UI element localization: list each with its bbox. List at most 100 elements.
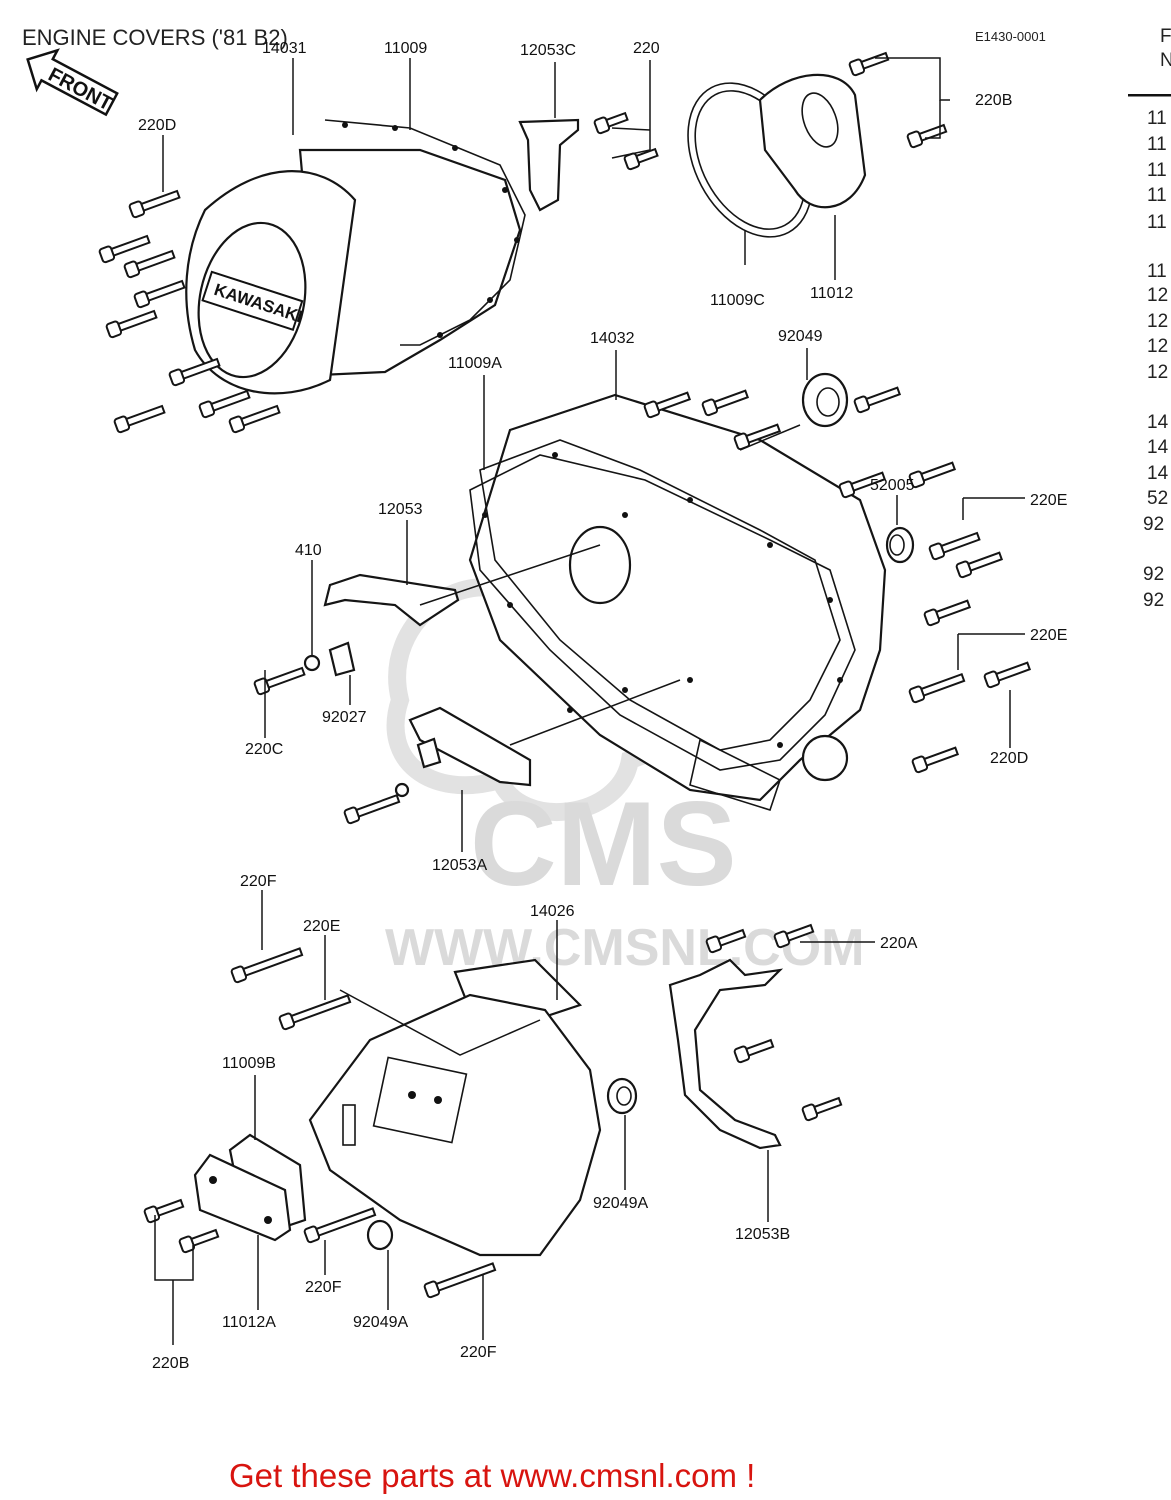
bolt-icon <box>911 746 960 774</box>
callout-92049: 92049 <box>778 328 823 345</box>
bolt-icon <box>643 391 692 419</box>
bolt-icon <box>228 404 281 434</box>
callout-11009: 11009 <box>384 40 427 57</box>
bolt-icon <box>423 1262 497 1299</box>
callout-220B-bottom: 220B <box>152 1355 189 1372</box>
front-label: FRONT <box>45 64 116 116</box>
part-11012-plate <box>758 73 867 209</box>
callout-14032: 14032 <box>590 330 635 347</box>
bolt-icon <box>178 1228 220 1254</box>
bolt-icon <box>133 279 186 309</box>
svg-text:N: N <box>1160 50 1171 71</box>
parts-list-fragment-item: 14 <box>1147 437 1169 458</box>
part-92049A-washer <box>366 1219 394 1251</box>
watermark-url: WWW.CMSNL.COM <box>385 919 864 977</box>
callout-92049A-b: 92049A <box>353 1314 408 1331</box>
bolt-group <box>98 51 1032 1299</box>
front-arrow-icon: FRONT <box>26 48 119 117</box>
callout-410: 410 <box>295 542 322 559</box>
bolt-icon <box>908 461 957 489</box>
parts-list-fragment-item: 11 <box>1147 212 1167 233</box>
diagram-ref-code: E1430-0001 <box>975 29 1046 44</box>
bolt-icon <box>838 471 887 499</box>
bolt-icon <box>801 1096 843 1122</box>
bolt-icon <box>906 123 948 149</box>
part-52005 <box>885 526 915 564</box>
parts-list-fragment-item: 12 <box>1147 336 1168 357</box>
callout-12053C: 12053C <box>520 42 576 59</box>
callout-12053B: 12053B <box>735 1226 790 1243</box>
callout-220: 220 <box>633 40 660 57</box>
promo-link[interactable]: Get these parts at www.cmsnl.com ! <box>229 1457 755 1494</box>
parts-list-fragment-item: 11 <box>1147 160 1167 181</box>
bolt-icon <box>928 531 981 561</box>
part-12053C-bracket <box>518 118 580 212</box>
bolt-icon <box>908 672 966 704</box>
bolt-icon <box>848 51 890 77</box>
part-14032-cover <box>468 393 887 811</box>
leader-lines <box>154 57 1025 1345</box>
parts-list-fragment-item: 11 <box>1147 185 1167 206</box>
diagram-title: ENGINE COVERS ('81 B2) <box>22 25 288 50</box>
bolt-icon <box>705 928 747 954</box>
callout-11012: 11012 <box>810 285 853 302</box>
callout-220B: 220B <box>975 92 1012 109</box>
callout-220D-right: 220D <box>990 750 1028 767</box>
callout-52005: 52005 <box>870 477 915 494</box>
bolt-icon <box>253 666 306 696</box>
bolt-icon <box>733 1038 775 1064</box>
parts-list-fragment-item: 14 <box>1147 463 1169 484</box>
parts-list-fragment-item: 92 <box>1143 564 1164 585</box>
parts-list-fragment-item: 52 <box>1147 488 1168 509</box>
callout-92049A: 92049A <box>593 1195 648 1212</box>
svg-text:F: F <box>1160 26 1171 47</box>
callout-11009B: 11009B <box>222 1055 276 1072</box>
callout-12053A: 12053A <box>432 857 487 874</box>
part-92049A-seal <box>606 1077 638 1115</box>
bolt-icon <box>143 1198 185 1224</box>
bolt-icon <box>105 309 158 339</box>
cms-watermark: CMS WWW.CMSNL.COM <box>385 556 864 977</box>
callout-11012A: 11012A <box>222 1314 276 1331</box>
parts-list-fragment-item: 14 <box>1147 412 1169 433</box>
bolt-icon <box>128 189 181 219</box>
parts-list-fragment-item: 11 <box>1147 108 1167 129</box>
parts-list-fragment-item: 11 <box>1147 134 1167 155</box>
callout-220F-mid: 220F <box>305 1279 342 1296</box>
parts-list-fragment-item: 92 <box>1143 590 1164 611</box>
callout-220F-bottom: 220F <box>460 1344 497 1361</box>
callout-11009C: 11009C <box>710 292 765 309</box>
bolt-icon <box>773 923 815 949</box>
parts-list-fragment-item: 12 <box>1147 285 1168 306</box>
callout-92027: 92027 <box>322 709 367 726</box>
part-92049-seal <box>801 372 849 428</box>
callout-14026: 14026 <box>530 903 575 920</box>
parts-list-fragment-item: 12 <box>1147 362 1168 383</box>
parts-list-fragment-item: 11 <box>1147 261 1167 282</box>
bolt-icon <box>113 404 166 434</box>
bolt-icon <box>955 551 1004 579</box>
callout-220E: 220E <box>1030 492 1067 509</box>
callout-14031: 14031 <box>262 40 307 57</box>
bolt-icon <box>123 249 176 279</box>
bolt-icon <box>701 389 750 417</box>
bolt-icon <box>923 599 972 627</box>
callout-220E-b: 220E <box>1030 627 1067 644</box>
part-12053-guide <box>323 573 460 627</box>
bolt-icon <box>343 793 401 825</box>
bolt-icon <box>983 661 1032 689</box>
bolt-icon <box>303 1207 377 1244</box>
callout-12053: 12053 <box>378 501 423 518</box>
bolt-icon <box>168 357 221 387</box>
watermark-brand: CMS <box>470 777 737 911</box>
callout-220C: 220C <box>245 741 283 758</box>
bolt-icon <box>733 423 782 451</box>
part-12053A-guide <box>408 706 532 787</box>
bolt-icon <box>278 994 352 1031</box>
bolt-icon <box>98 234 151 264</box>
parts-list-fragment-item: 92 <box>1143 514 1164 535</box>
callout-labels: 14031 11009 12053C 220 220B 220D 11009C … <box>138 40 1067 1372</box>
callout-11009A: 11009A <box>448 355 502 372</box>
